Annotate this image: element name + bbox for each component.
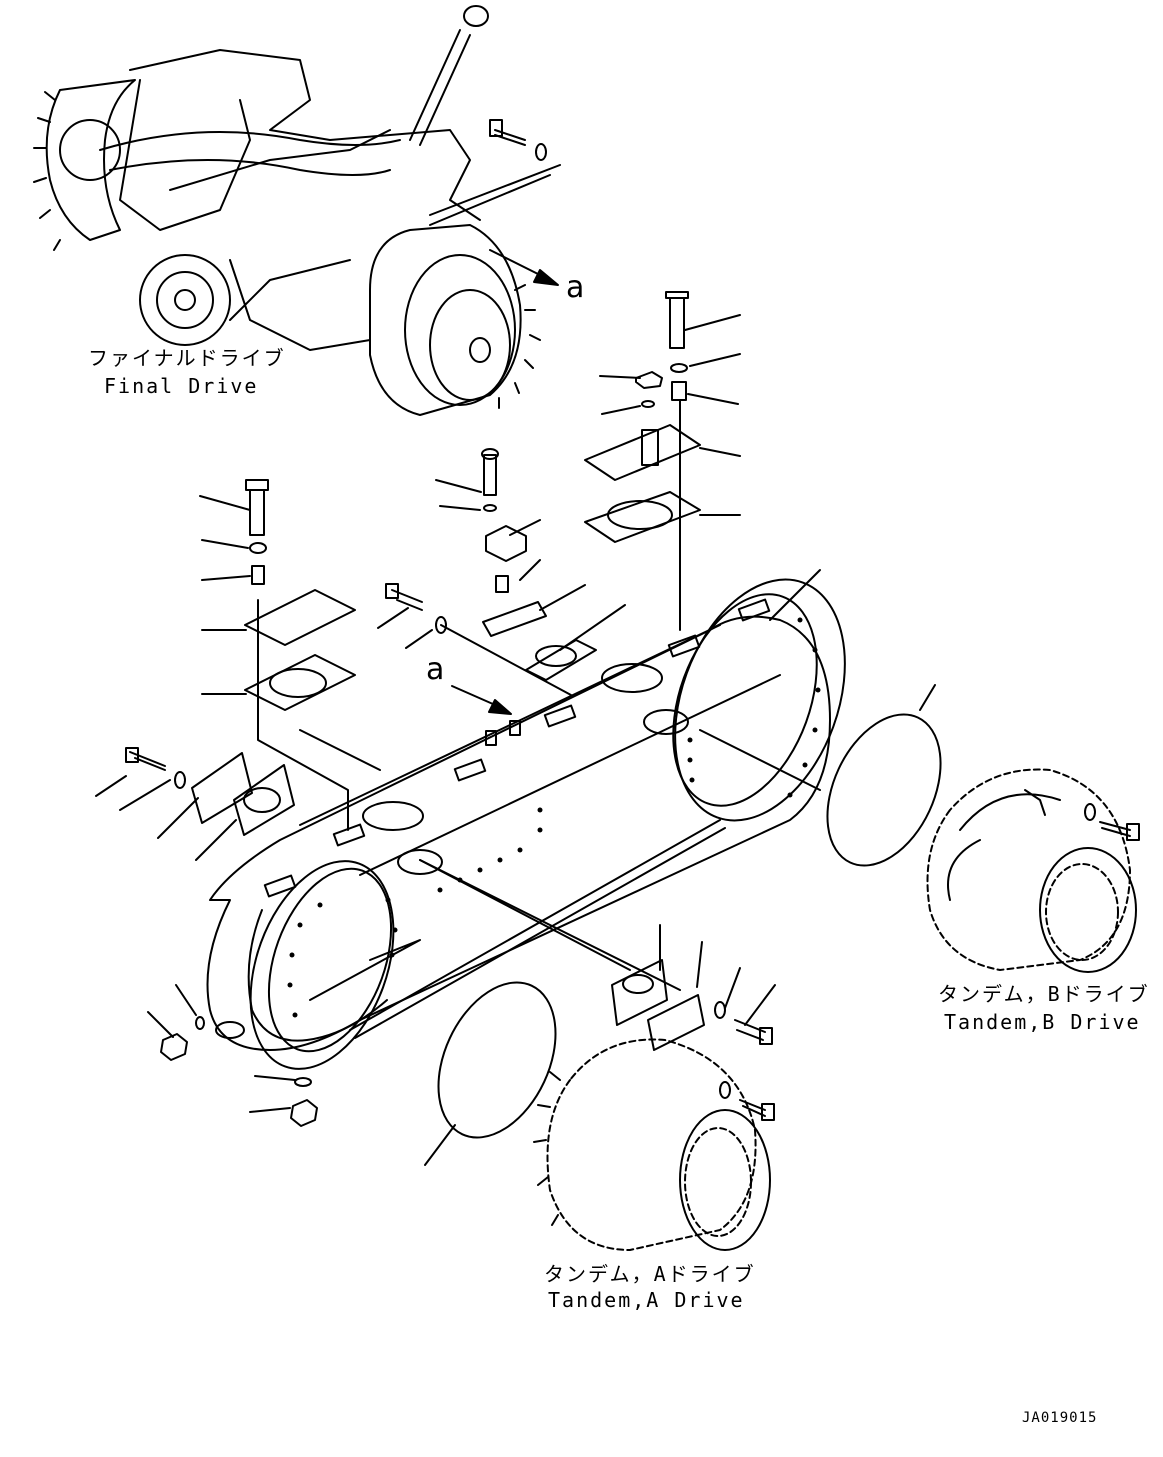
final-drive-assembly [33, 5, 561, 416]
middle-bracket-parts [377, 448, 626, 696]
drawing-code: JA019015 [1022, 1410, 1098, 1426]
tandem-case-housing [206, 569, 846, 1070]
view-marker-mid: a [426, 652, 445, 687]
tandem-b-label-en: Tandem,B Drive [944, 1010, 1141, 1034]
drain-plug-parts [147, 984, 318, 1127]
upper-right-cover-parts [584, 291, 741, 631]
o-ring-left [437, 981, 557, 1139]
tandem-a-label-jp: タンデム，Aドライブ [544, 1262, 756, 1286]
final-drive-label-jp: ファイナルドライブ [88, 346, 286, 370]
left-cover-parts [95, 479, 356, 861]
final-drive-label-en: Final Drive [104, 374, 259, 398]
tandem-a-label-en: Tandem,A Drive [548, 1288, 745, 1312]
tandem-a-drive-assembly [533, 1038, 775, 1251]
o-ring-right [826, 713, 942, 867]
tandem-b-label-jp: タンデム，Bドライブ [938, 982, 1150, 1006]
tandem-b-drive-assembly [926, 768, 1140, 973]
view-marker-top: a [566, 270, 585, 305]
